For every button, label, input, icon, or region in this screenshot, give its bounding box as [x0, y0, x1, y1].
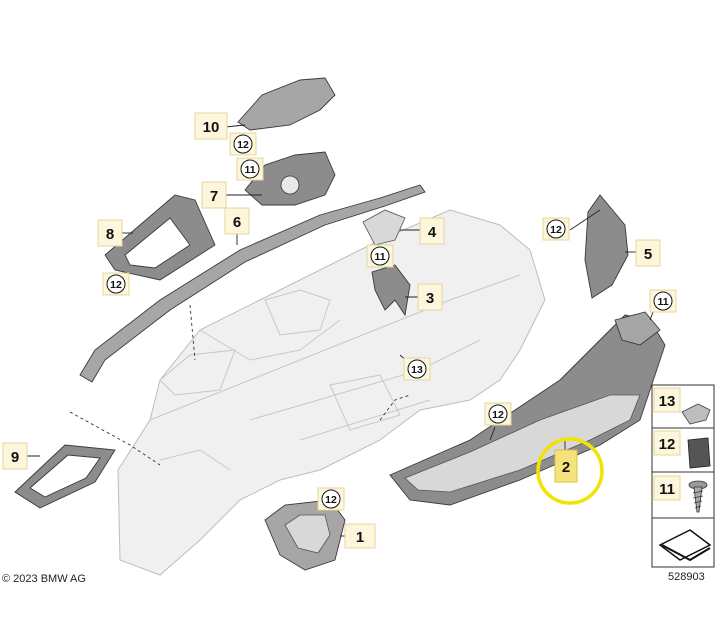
svg-text:12: 12	[492, 409, 504, 421]
callout-2[interactable]: 2	[554, 449, 578, 483]
svg-text:1: 1	[356, 529, 364, 546]
svg-text:8: 8	[106, 226, 114, 243]
clip-icon	[681, 403, 711, 425]
callout-6[interactable]: 6	[224, 207, 250, 235]
legend-item-12[interactable]: 12	[653, 430, 711, 469]
svg-text:12: 12	[550, 224, 562, 236]
bracket-part-1-inner	[284, 514, 331, 554]
legend-item-11[interactable]: 11	[653, 475, 708, 513]
svg-text:12: 12	[110, 279, 122, 291]
circle-11-center[interactable]: 11	[366, 244, 394, 268]
svg-text:11: 11	[374, 251, 385, 263]
side-panel-part-5	[584, 194, 629, 299]
svg-text:12: 12	[237, 139, 249, 151]
svg-text:12: 12	[325, 494, 337, 506]
bracket-hole	[280, 175, 300, 195]
image-number: 528903	[668, 571, 705, 583]
circle-12-left[interactable]: 12	[102, 272, 130, 296]
trim-panel-vent	[614, 311, 661, 346]
circle-13-center[interactable]: 13	[403, 357, 431, 381]
cover-part-4	[362, 209, 406, 246]
svg-text:11: 11	[659, 481, 675, 498]
bracket-part-3	[371, 264, 411, 317]
screw-icon	[688, 480, 708, 513]
dashed-line-left	[69, 411, 161, 466]
svg-text:13: 13	[659, 393, 676, 410]
svg-text:7: 7	[210, 188, 218, 205]
svg-text:9: 9	[11, 449, 19, 466]
nut-clip-icon	[687, 437, 711, 469]
callout-3[interactable]: 3	[417, 283, 443, 311]
svg-text:13: 13	[411, 364, 423, 376]
circle-12-bottom[interactable]: 12	[317, 487, 345, 511]
dashed-line-right	[379, 394, 411, 421]
highlight-circle	[536, 437, 604, 505]
svg-text:6: 6	[233, 214, 241, 231]
callout-10[interactable]: 10	[194, 112, 228, 140]
frame-part-8	[104, 194, 216, 281]
legend-item-13[interactable]: 13	[653, 387, 711, 425]
callout-7[interactable]: 7	[201, 181, 227, 209]
circle-12-top[interactable]: 12	[229, 132, 257, 156]
svg-text:4: 4	[428, 224, 437, 241]
svg-text:11: 11	[244, 164, 255, 176]
svg-text:5: 5	[644, 246, 652, 263]
svg-text:10: 10	[203, 119, 220, 136]
copyright-text: © 2023 BMW AG	[2, 573, 86, 585]
circle-11-top[interactable]: 11	[236, 157, 264, 181]
callout-8[interactable]: 8	[97, 219, 123, 247]
svg-text:11: 11	[657, 296, 668, 308]
callout-5[interactable]: 5	[635, 239, 661, 267]
frame-part-9	[14, 444, 116, 509]
trim-panel-inner	[404, 394, 641, 493]
svg-text:2: 2	[562, 459, 570, 476]
svg-text:12: 12	[659, 436, 676, 453]
speaker-grille-part-10	[237, 77, 336, 131]
callout-4[interactable]: 4	[419, 217, 445, 245]
callout-9[interactable]: 9	[2, 442, 28, 470]
callout-1[interactable]: 1	[344, 523, 376, 549]
legend-arrow-icon	[658, 529, 712, 562]
circle-11-right[interactable]: 11	[649, 289, 677, 313]
svg-text:3: 3	[426, 290, 434, 307]
trim-strip-part-6	[79, 184, 426, 383]
circle-12-mid[interactable]: 12	[484, 402, 512, 426]
circle-12-right[interactable]: 12	[542, 217, 570, 241]
